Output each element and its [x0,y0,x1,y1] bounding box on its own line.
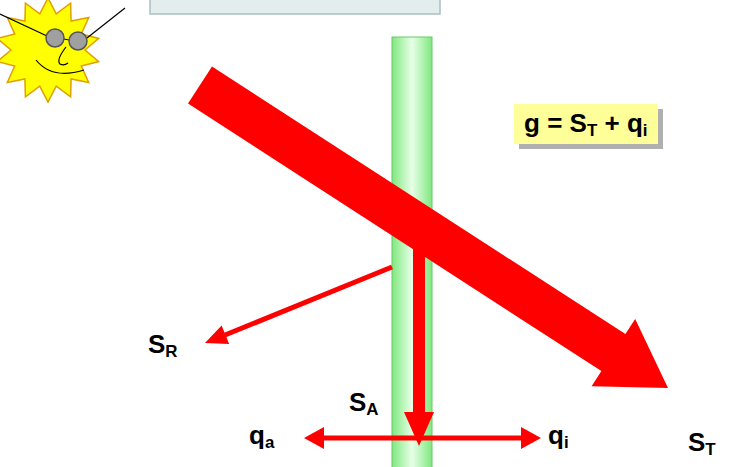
sun-figure [0,0,125,102]
title-bar [150,0,440,14]
heat-flow-arrowhead [304,427,324,449]
quantity-label: qi [548,421,569,451]
sun-rays [0,0,99,102]
glasses-arm [0,14,47,36]
quantity-label: qa [249,421,274,451]
sun-smile [36,60,84,73]
absorbed-arrowhead [404,412,434,446]
glasses-lens [46,29,64,47]
glasses-lens [69,32,87,50]
heat-flow-arrowhead [521,427,541,449]
quantity-label: SA [349,388,379,418]
absorbed-arrow [413,232,425,415]
incident-transmitted-arrow [188,67,668,389]
heat-flow-arrow [320,436,525,441]
quantity-label: SR [148,330,178,360]
reflected-arrowhead [205,325,229,344]
formula-text: g = ST + qi [524,109,648,139]
glasses-bridge [64,39,69,40]
formula-box: g = ST + qi [514,104,658,144]
glasses-arm [87,8,125,38]
reflected-arrow [225,267,392,335]
quantity-label: ST [688,428,716,458]
sun-nose [59,47,68,65]
